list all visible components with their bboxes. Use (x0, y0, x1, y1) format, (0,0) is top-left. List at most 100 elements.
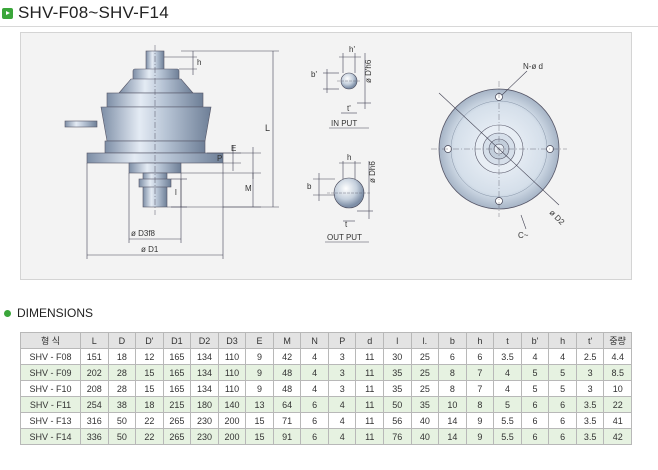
value-cell: 18 (107, 348, 137, 365)
value-cell: 265 (162, 412, 192, 429)
value-cell: 42 (272, 348, 302, 365)
value-cell: 14 (438, 412, 467, 429)
column-header: t (493, 332, 522, 349)
flange-top-view (431, 70, 567, 230)
value-cell: 6 (300, 396, 329, 413)
value-cell: 4 (493, 364, 522, 381)
value-cell: 9 (245, 348, 274, 365)
value-cell: 11 (355, 364, 385, 381)
value-cell: 230 (190, 412, 219, 429)
value-cell: 110 (217, 380, 247, 397)
value-cell: 14 (438, 428, 467, 445)
value-cell: 134 (190, 380, 219, 397)
input-label-t: t' (347, 104, 351, 113)
column-header: D2 (190, 332, 219, 349)
value-cell: 3.5 (575, 396, 605, 413)
value-cell: 3 (575, 364, 605, 381)
value-cell: 11 (355, 380, 385, 397)
dimensions-title: DIMENSIONS (17, 306, 94, 320)
page-title: SHV-F08~SHV-F14 (18, 3, 169, 22)
value-cell: 22 (603, 396, 632, 413)
value-cell: 4 (300, 380, 329, 397)
model-cell: SHV - F14 (20, 428, 81, 445)
value-cell: 180 (190, 396, 219, 413)
technical-drawing-panel: h L P E M l ø D3f8 ø D1 h' b' (20, 32, 632, 280)
value-cell: 4.4 (603, 348, 632, 365)
value-cell: 8.5 (603, 364, 632, 381)
value-cell: 35 (383, 380, 412, 397)
column-header: 형 식 (20, 332, 81, 349)
value-cell: 202 (80, 364, 109, 381)
value-cell: 50 (107, 412, 137, 429)
value-cell: 71 (272, 412, 302, 429)
value-cell: 9 (465, 412, 495, 429)
value-cell: 11 (355, 412, 385, 429)
value-cell: 12 (135, 348, 164, 365)
value-cell: 3 (327, 380, 357, 397)
column-header: E (245, 332, 274, 349)
value-cell: 18 (135, 396, 164, 413)
value-cell: 165 (162, 364, 192, 381)
flange-label-nd: N-ø d (523, 62, 543, 71)
value-cell: 25 (410, 348, 440, 365)
value-cell: 4 (300, 348, 329, 365)
value-cell: 25 (410, 380, 440, 397)
value-cell: 15 (245, 412, 274, 429)
output-label-d: ø Dh6 (368, 161, 377, 183)
output-label-b: b (307, 182, 312, 191)
value-cell: 5 (548, 380, 577, 397)
play-arrow-icon (2, 7, 13, 19)
dim-label-D3: ø D3f8 (131, 229, 156, 238)
value-cell: 7 (465, 364, 495, 381)
column-header: h (548, 332, 577, 349)
value-cell: 6 (548, 396, 577, 413)
dim-label-h: h (197, 58, 201, 67)
value-cell: 38 (107, 396, 137, 413)
model-cell: SHV - F13 (20, 412, 81, 429)
output-label-h: h (347, 153, 351, 162)
value-cell: 10 (438, 396, 467, 413)
column-header: b' (520, 332, 550, 349)
dim-label-M: M (245, 184, 252, 193)
value-cell: 8 (438, 364, 467, 381)
value-cell: 15 (245, 428, 274, 445)
value-cell: 4 (327, 428, 357, 445)
dim-label-P: P (217, 154, 222, 163)
output-shaft-section (313, 161, 373, 243)
value-cell: 8 (465, 396, 495, 413)
model-cell: SHV - F08 (20, 348, 81, 365)
value-cell: 200 (217, 412, 247, 429)
value-cell: 6 (300, 428, 329, 445)
model-cell: SHV - F11 (20, 396, 81, 413)
input-label-b: b' (311, 70, 317, 79)
value-cell: 9 (245, 380, 274, 397)
value-cell: 4 (520, 348, 550, 365)
value-cell: 64 (272, 396, 302, 413)
value-cell: 3 (575, 380, 605, 397)
value-cell: 22 (135, 412, 164, 429)
value-cell: 11 (355, 348, 385, 365)
title-divider (0, 26, 658, 27)
value-cell: 28 (107, 364, 137, 381)
value-cell: 6 (520, 396, 550, 413)
column-header: P (327, 332, 357, 349)
column-header: D3 (217, 332, 247, 349)
value-cell: 30 (383, 348, 412, 365)
value-cell: 40 (410, 412, 440, 429)
column-header: t' (575, 332, 605, 349)
column-header: L (80, 332, 109, 349)
value-cell: 6 (438, 348, 467, 365)
value-cell: 50 (383, 396, 412, 413)
technical-drawing: h L P E M l ø D3f8 ø D1 h' b' (64, 45, 567, 259)
value-cell: 254 (80, 396, 109, 413)
value-cell: 151 (80, 348, 109, 365)
value-cell: 35 (410, 396, 440, 413)
value-cell: 5.5 (493, 412, 522, 429)
flange-label-d2: ø D2 (548, 208, 567, 227)
dimensions-section-header: DIMENSIONS (4, 305, 93, 321)
value-cell: 6 (520, 428, 550, 445)
